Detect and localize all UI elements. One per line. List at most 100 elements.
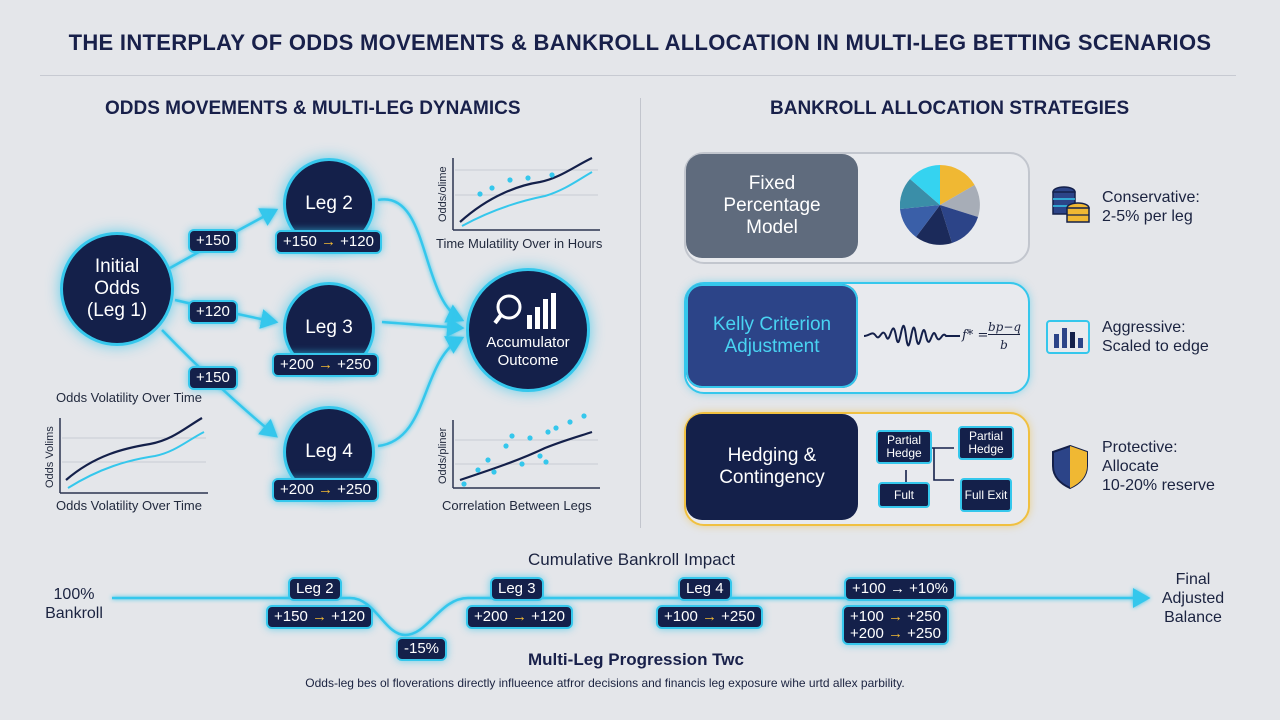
edge-leg2-outcome: [377, 198, 465, 323]
arrow-icon: →: [311, 608, 327, 625]
leg2-odds-to: +120: [340, 233, 374, 250]
leg4-odds-pill: +200 → +250: [272, 478, 379, 502]
pie-chart-icon: [900, 165, 980, 245]
chart-left-caption-above: Odds Volatility Over Time: [56, 390, 202, 405]
chart-bottom-caption: Correlation Between Legs: [442, 498, 592, 513]
arrow-icon: →: [317, 356, 333, 373]
edge-odds-leg3: +120: [188, 300, 238, 324]
full-box: Fult: [878, 482, 930, 508]
title-divider: [40, 75, 1236, 76]
leg3-odds-from: +200: [280, 356, 314, 373]
timeline-leg4-odds-from: +100: [664, 608, 698, 625]
timeline-step-leg3: Leg 3: [490, 577, 544, 601]
arrow-icon: →: [320, 233, 336, 250]
initial-odds-node: Initial Odds (Leg 1): [60, 232, 174, 346]
multi-leg-progression-label: Multi-Leg Progression Twc: [528, 650, 744, 669]
magnifier-chart-icon: [493, 292, 556, 329]
timeline-step-leg4-odds: +100 → +250: [656, 605, 763, 629]
kelly-formula-numerator: bp−q: [988, 320, 1022, 335]
edge-odds-leg4: +150: [188, 366, 238, 390]
chart-top-ylabel: Odds/olime: [437, 166, 449, 222]
edge-leg3-outcome: [381, 317, 465, 338]
hedging-text: Hedging & Contingency: [719, 445, 825, 488]
timeline-leg3-odds-from: +200: [474, 608, 508, 625]
bankroll-progression-line: [112, 588, 1151, 637]
leg2-odds-from: +150: [283, 233, 317, 250]
arrow-icon: →: [887, 608, 903, 625]
page-title: THE INTERPLAY OF ODDS MOVEMENTS & BANKRO…: [68, 30, 1212, 55]
timeline-final-odds1-to: +250: [907, 608, 941, 625]
leg4-label: Leg 4: [305, 441, 353, 462]
fixed-percentage-label: Fixed Percentage Model: [686, 154, 858, 258]
shield-icon: [1052, 444, 1088, 490]
timeline-leg2-odds-to: +120: [331, 608, 365, 625]
aggressive-note: Aggressive: Scaled to edge: [1102, 318, 1209, 356]
timeline-leg3-odds-to: +120: [531, 608, 565, 625]
partial-hedge-box-2: Partial Hedge: [958, 426, 1014, 460]
accumulator-outcome-node: Accumulator Outcome: [466, 268, 590, 392]
edge-leg4-outcome: [377, 336, 465, 448]
leg3-label: Leg 3: [305, 317, 353, 338]
leg4-odds-from: +200: [280, 481, 314, 498]
kelly-formula-lhs: f* =: [962, 328, 989, 343]
aggressive-body: Scaled to edge: [1102, 338, 1209, 355]
timeline-leg4-odds-to: +250: [721, 608, 755, 625]
timeline-leg2-odds-from: +150: [274, 608, 308, 625]
protective-title: Protective:: [1102, 439, 1178, 456]
timeline-final-odds2-to: +250: [907, 625, 941, 642]
timeline-dip-badge: -15%: [396, 637, 448, 661]
timeline-step-leg2: Leg 2: [288, 577, 342, 601]
chart-left-ylabel: Odds Volims: [44, 426, 56, 488]
kelly-criterion-text: Kelly Criterion Adjustment: [712, 314, 832, 357]
leg2-label: Leg 2: [305, 193, 353, 214]
final-balance-label: Final Adjusted Balance: [1161, 571, 1225, 626]
aggressive-title: Aggressive:: [1102, 319, 1186, 336]
accumulator-outcome-label: Accumulator Outcome: [486, 333, 570, 369]
protective-note: Protective: Allocate 10-20% reserve: [1102, 438, 1215, 495]
arrow-icon: →: [511, 608, 527, 625]
timeline-step-leg2-odds: +150 → +120: [266, 605, 373, 629]
leg3-odds-to: +250: [337, 356, 371, 373]
chart-top-caption: Time Mulatility Over in Hours: [436, 236, 603, 251]
arrow-icon: →: [317, 481, 333, 498]
timeline-step-final: +100 → +10%: [844, 577, 956, 601]
timeline-step-leg4: Leg 4: [678, 577, 732, 601]
left-section-heading: ODDS MOVEMENTS & MULTI-LEG DYNAMICS: [105, 98, 521, 119]
coin-stack-icon: [1052, 186, 1090, 223]
protective-body-line1: Allocate: [1102, 458, 1159, 475]
protective-body-line2: 10-20% reserve: [1102, 477, 1215, 494]
timeline-final-odds2-from: +200: [850, 625, 884, 642]
arrow-icon: →: [887, 625, 903, 642]
chart-bottom-ylabel: Odds/pliner: [437, 427, 449, 484]
full-exit-box: Full Exit: [960, 478, 1012, 512]
conservative-body: 2-5% per leg: [1102, 208, 1193, 225]
conservative-title: Conservative:: [1102, 189, 1200, 206]
arrow-icon: →: [701, 608, 717, 625]
initial-odds-label: Initial Odds (Leg 1): [86, 256, 148, 321]
edge-odds-leg2: +150: [188, 229, 238, 253]
timeline-final-odds1-from: +100: [850, 608, 884, 625]
partial-hedge-box-1: Partial Hedge: [876, 430, 932, 464]
fixed-percentage-text: Fixed Percentage Model: [723, 173, 821, 238]
leg4-odds-to: +250: [337, 481, 371, 498]
footnote: Odds-leg bes ol floverations directly in…: [305, 676, 905, 690]
kelly-criterion-label: Kelly Criterion Adjustment: [686, 284, 858, 388]
hedging-label: Hedging & Contingency: [686, 414, 858, 520]
conservative-note: Conservative: 2-5% per leg: [1102, 188, 1200, 226]
bankroll-start-label: 100% Bankroll: [45, 586, 103, 622]
leg2-odds-pill: +150 → +120: [275, 230, 382, 254]
section-divider: [640, 98, 641, 528]
right-section-heading: BANKROLL ALLOCATION STRATEGIES: [770, 98, 1130, 119]
leg3-odds-pill: +200 → +250: [272, 353, 379, 377]
kelly-formula-denominator: b: [1000, 338, 1008, 352]
chart-odds-volatility: [59, 417, 208, 494]
timeline-step-final-odds: +100 → +250 +200 → +250: [842, 605, 949, 645]
wave-signal-icon: [863, 325, 960, 347]
chart-time-volatility: [452, 157, 600, 231]
bar-chart-icon: [1046, 320, 1090, 354]
bankroll-impact-title: Cumulative Bankroll Impact: [528, 550, 735, 569]
timeline-step-leg3-odds: +200 → +120: [466, 605, 573, 629]
chart-left-caption-below: Odds Volatility Over Time: [56, 498, 202, 513]
chart-leg-correlation: [452, 413, 600, 489]
